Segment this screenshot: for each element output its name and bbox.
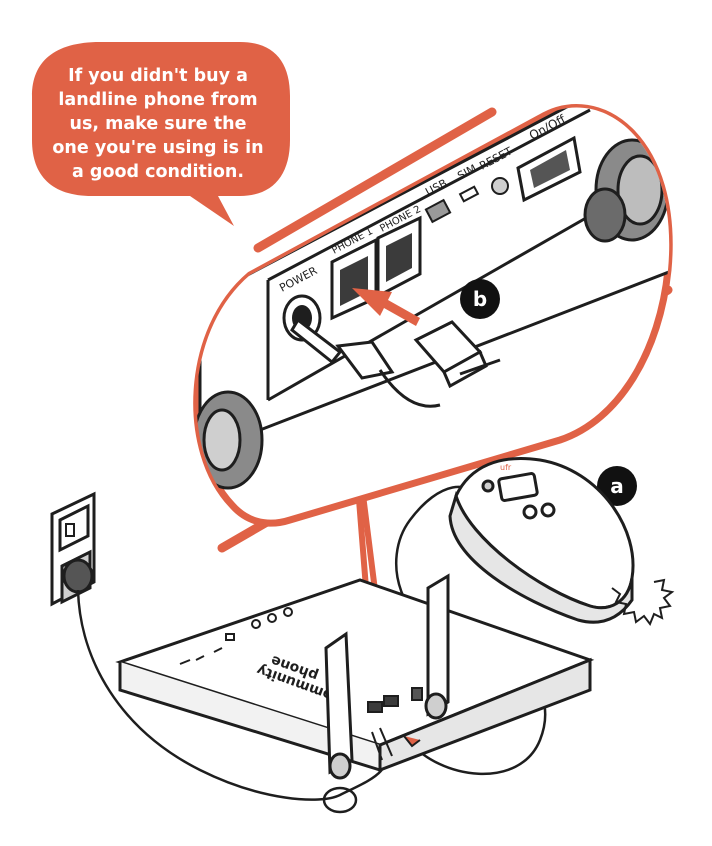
callout-line-4: one you're using is in	[52, 138, 264, 158]
antenna-left	[324, 631, 354, 780]
power-cable	[290, 317, 441, 408]
usb-port	[424, 198, 452, 224]
phone-brand-logo: ufr	[500, 463, 512, 472]
router: community phone	[115, 578, 595, 773]
plug-icon	[62, 558, 94, 594]
callout-text: If you didn't buy a landline phone from …	[40, 64, 276, 184]
callout-line-2: landline phone from	[58, 90, 258, 110]
antenna-right	[424, 573, 450, 720]
landline-phone: ufr	[448, 457, 675, 627]
callout-bubble	[32, 42, 290, 226]
callout-line-5: a good condition.	[72, 162, 244, 182]
sim-slot	[458, 185, 480, 203]
onoff-switch	[516, 135, 582, 203]
svg-text:a: a	[610, 474, 624, 498]
power-cable-line	[76, 589, 388, 814]
arrow-right-icon	[352, 288, 420, 326]
phone2-port	[376, 215, 422, 299]
antenna-hinge-left	[196, 390, 264, 490]
rj11-plug-icon	[413, 320, 501, 389]
reset-button	[491, 177, 509, 195]
connected-cables	[371, 727, 421, 761]
marker-a: a	[597, 466, 637, 506]
svg-text:b: b	[473, 287, 487, 311]
zoom-lens: POWER PHONE 1 PHONE 2 USB SIM RESET On/O…	[193, 104, 673, 527]
callout-line-3: us, make sure the	[69, 114, 247, 134]
status-indicators	[179, 607, 293, 665]
callout-line-1: If you didn't buy a	[68, 66, 248, 86]
marker-b: b	[460, 279, 500, 319]
